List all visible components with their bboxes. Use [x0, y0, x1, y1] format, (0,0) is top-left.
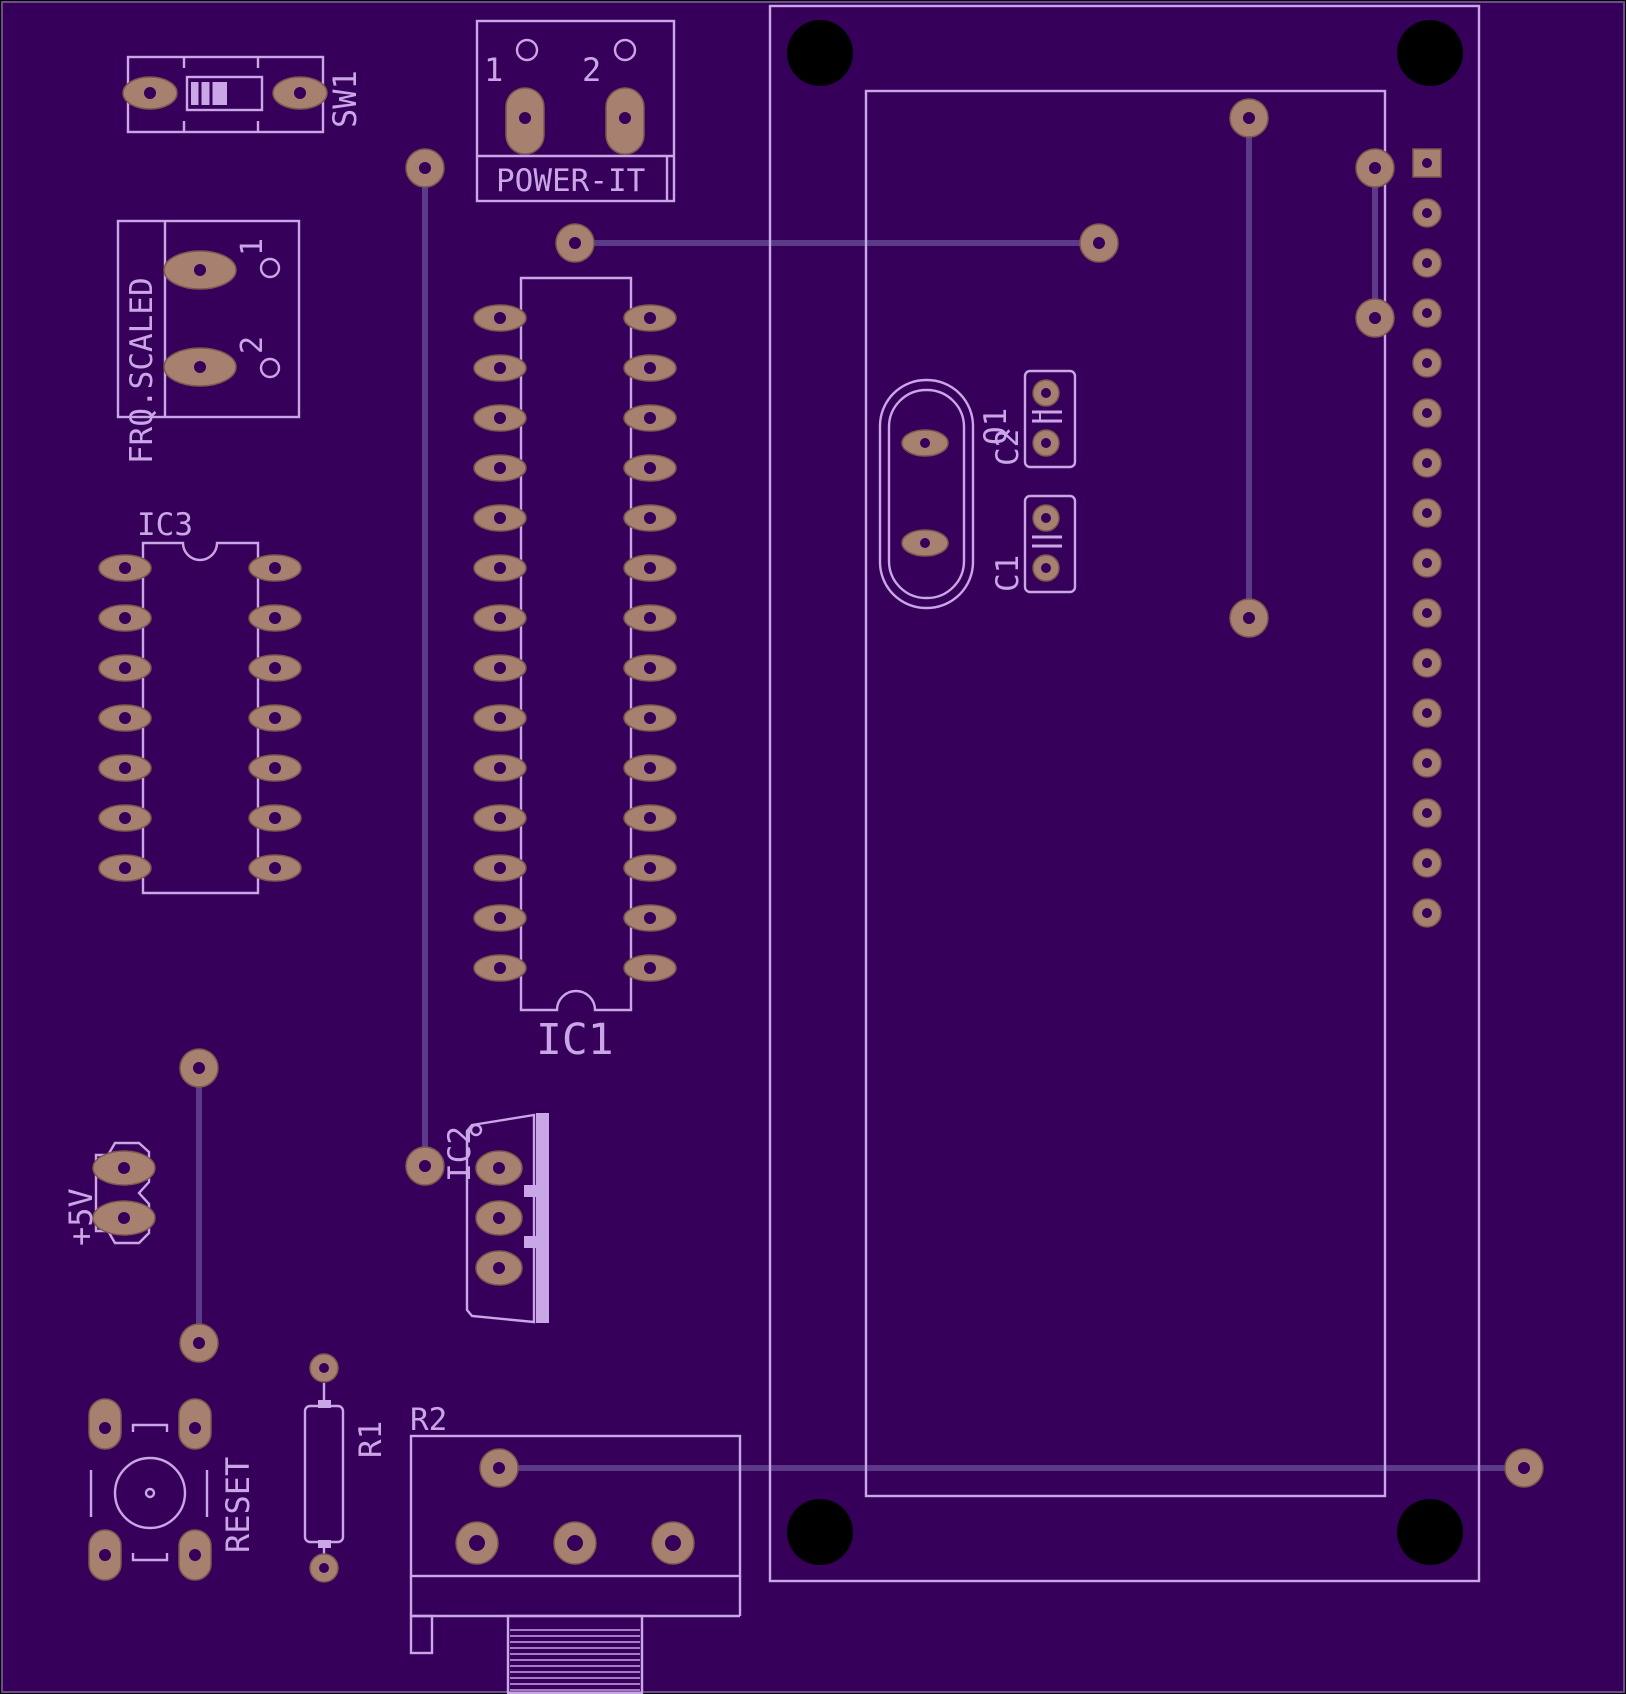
- sw1-label: SW1: [326, 70, 364, 128]
- r2-label: R2: [410, 1402, 447, 1438]
- plus5v-header: +5V: [62, 1141, 156, 1246]
- c1-label: C1: [990, 555, 1026, 592]
- ic1-chip: IC1: [473, 276, 677, 1065]
- mounting-hole: [787, 20, 853, 86]
- frq-scaled-connector: 1 2 FRQ.SCALED: [116, 219, 301, 464]
- r1-resistor: R1: [303, 1353, 389, 1583]
- c2-label: C2: [990, 429, 1026, 466]
- reset-label: RESET: [219, 1457, 257, 1553]
- frq-pin2-label: 2: [235, 336, 270, 354]
- r1-label: R1: [353, 1421, 389, 1458]
- r2-potentiometer: R2: [409, 1402, 742, 1694]
- sw1-switch: SW1: [122, 55, 364, 134]
- power-pin1-label: 1: [484, 51, 503, 89]
- frq-scaled-label: FRQ.SCALED: [124, 277, 160, 464]
- plus5v-label: +5V: [62, 1188, 100, 1246]
- ic2-label: IC2: [442, 1126, 478, 1182]
- ic3-chip: IC3: [98, 507, 302, 895]
- frq-pin1-label: 1: [235, 238, 270, 256]
- lcd-module: [768, 4, 1481, 1583]
- power-it-label: POWER-IT: [496, 163, 645, 199]
- power-it-connector: 1 2 POWER-IT: [475, 19, 676, 203]
- c2-capacitor: C2: [990, 369, 1077, 469]
- power-pin2-label: 2: [582, 51, 601, 89]
- c1-capacitor: C1: [990, 494, 1077, 594]
- q1-crystal: Q1: [878, 378, 1014, 610]
- ic2-regulator: IC2: [442, 1113, 549, 1324]
- mounting-hole: [1397, 1499, 1463, 1565]
- ic1-label: IC1: [536, 1015, 614, 1065]
- mounting-hole: [1397, 20, 1463, 86]
- reset-button-component: RESET: [88, 1398, 257, 1581]
- lcd-header-pins: [1412, 148, 1442, 928]
- mounting-hole: [787, 1499, 853, 1565]
- vias: [179, 98, 1544, 1488]
- traces: [196, 115, 1527, 1471]
- ic3-label: IC3: [137, 507, 193, 543]
- q1-label: Q1: [978, 408, 1014, 445]
